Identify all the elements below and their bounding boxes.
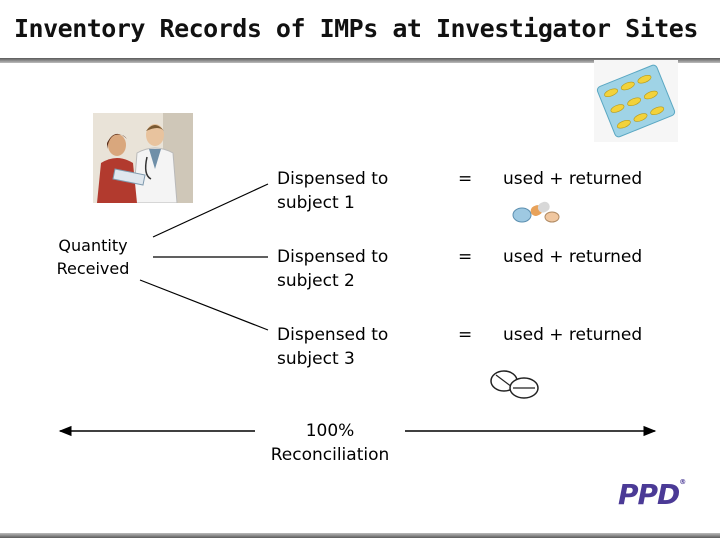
blister-pack-clipart [594, 60, 678, 142]
equals-sign-2: = [458, 247, 473, 267]
reconciliation-label: 100% Reconciliation [255, 419, 405, 467]
doctor-patient-clipart [93, 113, 193, 203]
dispensed-subject-3: Dispensed to subject 3 [277, 325, 389, 369]
capsules-clipart [512, 201, 560, 223]
tablets-clipart [490, 370, 539, 399]
used-returned-2: used + returned [503, 247, 643, 267]
ppd-logo: PPD® [618, 478, 686, 511]
slide-title: Inventory Records of IMPs at Investigato… [14, 14, 698, 43]
used-returned-3: used + returned [503, 325, 643, 345]
title-divider [0, 58, 720, 63]
footer-divider [0, 533, 720, 538]
quantity-received-label: Quantity Received [56, 236, 130, 278]
connector-subject-1 [152, 183, 269, 238]
equals-sign-1: = [458, 169, 473, 189]
dispensed-subject-2: Dispensed to subject 2 [277, 247, 389, 291]
equals-sign-3: = [458, 325, 473, 345]
used-returned-1: used + returned [503, 169, 643, 189]
dispensed-subject-1: Dispensed to subject 1 [277, 169, 389, 213]
connector-subject-3 [139, 279, 269, 331]
